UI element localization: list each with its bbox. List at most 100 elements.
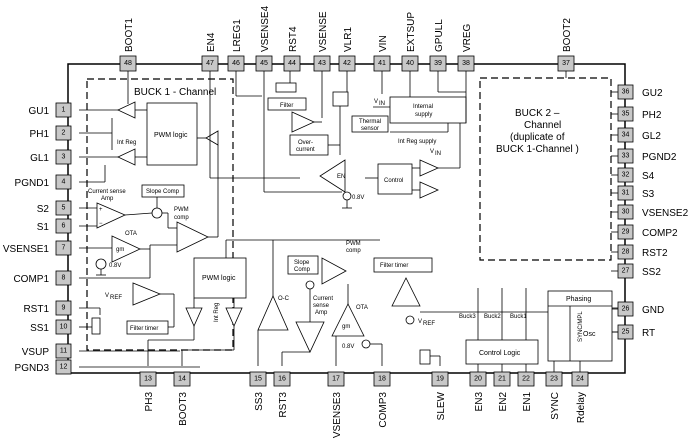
pin-s2: 5S2	[37, 200, 72, 216]
pin-label: PGND2	[642, 152, 677, 163]
buck2-title-1: BUCK 2 –	[515, 108, 560, 119]
pwm-logic-1	[146, 102, 198, 166]
pin-label: RT	[642, 328, 655, 339]
buck2-title-3: (duplicate of	[510, 132, 565, 143]
slew-transistor-icon	[419, 349, 431, 365]
pin-box	[273, 371, 291, 387]
pin-number: 25	[622, 329, 630, 336]
pin-ph2: 35 PH2	[611, 106, 662, 122]
pin-number: 3	[62, 154, 66, 161]
pin-box	[283, 55, 301, 72]
svg-text:+: +	[99, 207, 103, 213]
pin-label: VIN	[378, 35, 389, 52]
vin-sub-2: IN	[435, 151, 441, 157]
pin-label: EN2	[498, 392, 509, 412]
internal-supply-label-b: supply	[415, 112, 432, 118]
ota-3-label: OTA	[356, 305, 368, 311]
current-sense-3-label-b: sense	[313, 303, 330, 309]
pin-number: 36	[622, 89, 630, 96]
pin-number: 1	[62, 107, 66, 114]
vref-3-sub: REF	[423, 321, 435, 327]
filter-timer-3	[373, 257, 433, 273]
pin-label: SS3	[254, 392, 265, 411]
pin-box	[55, 200, 72, 216]
pin-number: 31	[622, 190, 630, 197]
pin-box	[55, 300, 72, 316]
sync-mpl-label: SYNC/MPL	[578, 311, 584, 342]
buck2-title-2: Channel	[524, 120, 561, 131]
pin-number: 16	[278, 376, 286, 383]
pin-label: PGND1	[15, 178, 50, 189]
pin-number: 13	[144, 376, 152, 383]
pin-number: 34	[622, 132, 630, 139]
buck1-title: BUCK 1 - Channel	[134, 87, 216, 98]
pin-label: S2	[37, 204, 50, 215]
pin-label: Rdelay	[576, 392, 587, 423]
pin-label: PH2	[642, 110, 662, 121]
slope-comp-1-label: Slope Comp	[146, 189, 180, 195]
vref-1-sub: REF	[110, 295, 122, 301]
pin-number: 35	[622, 111, 630, 118]
pin-label: GU2	[642, 88, 663, 99]
vin-sub: IN	[379, 101, 385, 107]
pwm-comp-3-label-a: PWM	[346, 241, 361, 247]
ref-08-3-label: 0.8V	[342, 344, 354, 350]
pin-label: SYNC	[550, 392, 561, 420]
osc-label: Osc	[583, 331, 596, 338]
filter-top	[267, 97, 307, 111]
overcurrent-label-b: current	[296, 147, 315, 153]
buck2-signal-label: Buck2	[484, 314, 501, 320]
pin-box	[55, 319, 72, 335]
pin-label: PH3	[144, 392, 155, 412]
control-label: Control	[384, 178, 403, 184]
rst1-transistor-icon	[91, 317, 101, 335]
current-sense-amp-1-label-b: Amp	[101, 196, 114, 202]
pin-number: 44	[288, 60, 296, 67]
pin-box	[55, 218, 72, 234]
summing-node-1	[151, 207, 163, 219]
pin-number: 20	[474, 376, 482, 383]
gm-3-label: gm	[342, 324, 350, 330]
bottom-pin-row: 13PH314BOOT315SS316RST317VSENSE318COMP31…	[139, 371, 589, 438]
ref-source-3	[361, 339, 371, 349]
vref-1-label: V	[105, 293, 109, 299]
pin-label: GL1	[30, 153, 49, 164]
pin-label: BOOT3	[178, 392, 189, 426]
pin-number: 33	[622, 153, 630, 160]
pin-label: COMP2	[642, 228, 678, 239]
pin-label: VSENSE1	[3, 244, 50, 255]
pin-number: 15	[254, 376, 262, 383]
pin-number: 17	[332, 376, 340, 383]
pin-number: 7	[62, 245, 66, 252]
pin-label: LREG1	[232, 19, 243, 52]
pin-number: 39	[434, 60, 442, 67]
phasing-label: Phasing	[566, 296, 591, 303]
pin-box	[249, 371, 267, 387]
regulator-amp	[319, 159, 346, 193]
thermal-label-b: sensor	[361, 126, 379, 132]
pin-box	[55, 102, 72, 118]
pin-label: BOOT1	[124, 18, 135, 52]
pin-number: 18	[378, 376, 386, 383]
pin-label: VLR1	[343, 27, 354, 52]
ref-08-top-label: 0.8V	[352, 195, 364, 201]
pin-label: PH1	[30, 129, 50, 140]
top-pin-row: 48BOOT147EN446LREG145VSENSE444RST443VSEN…	[119, 5, 575, 72]
overcurrent-label-a: Over-	[298, 140, 313, 146]
